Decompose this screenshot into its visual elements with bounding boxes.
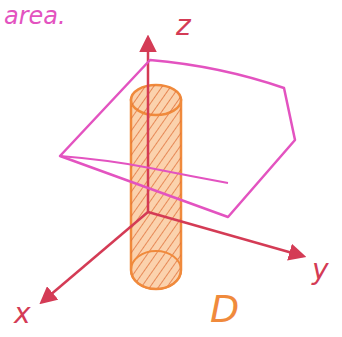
- axes: [42, 38, 303, 302]
- cylinder-region: [131, 85, 181, 289]
- region-name: D: [210, 290, 239, 328]
- cylinder-bottom: [131, 251, 181, 289]
- axis-name: x: [14, 300, 31, 328]
- cylinder-top: [131, 85, 181, 115]
- surface-patch: [60, 60, 295, 217]
- caption-note: area.: [4, 4, 66, 28]
- axis-name: z: [176, 12, 191, 40]
- surface-edge: [60, 156, 228, 183]
- cylinder-body: [131, 100, 181, 289]
- y-axis: [148, 212, 303, 256]
- axis-name: y: [312, 256, 329, 284]
- cylinder-hatching: [131, 100, 181, 289]
- cylinder-top-hatching: [131, 85, 181, 115]
- x-axis: [42, 212, 148, 302]
